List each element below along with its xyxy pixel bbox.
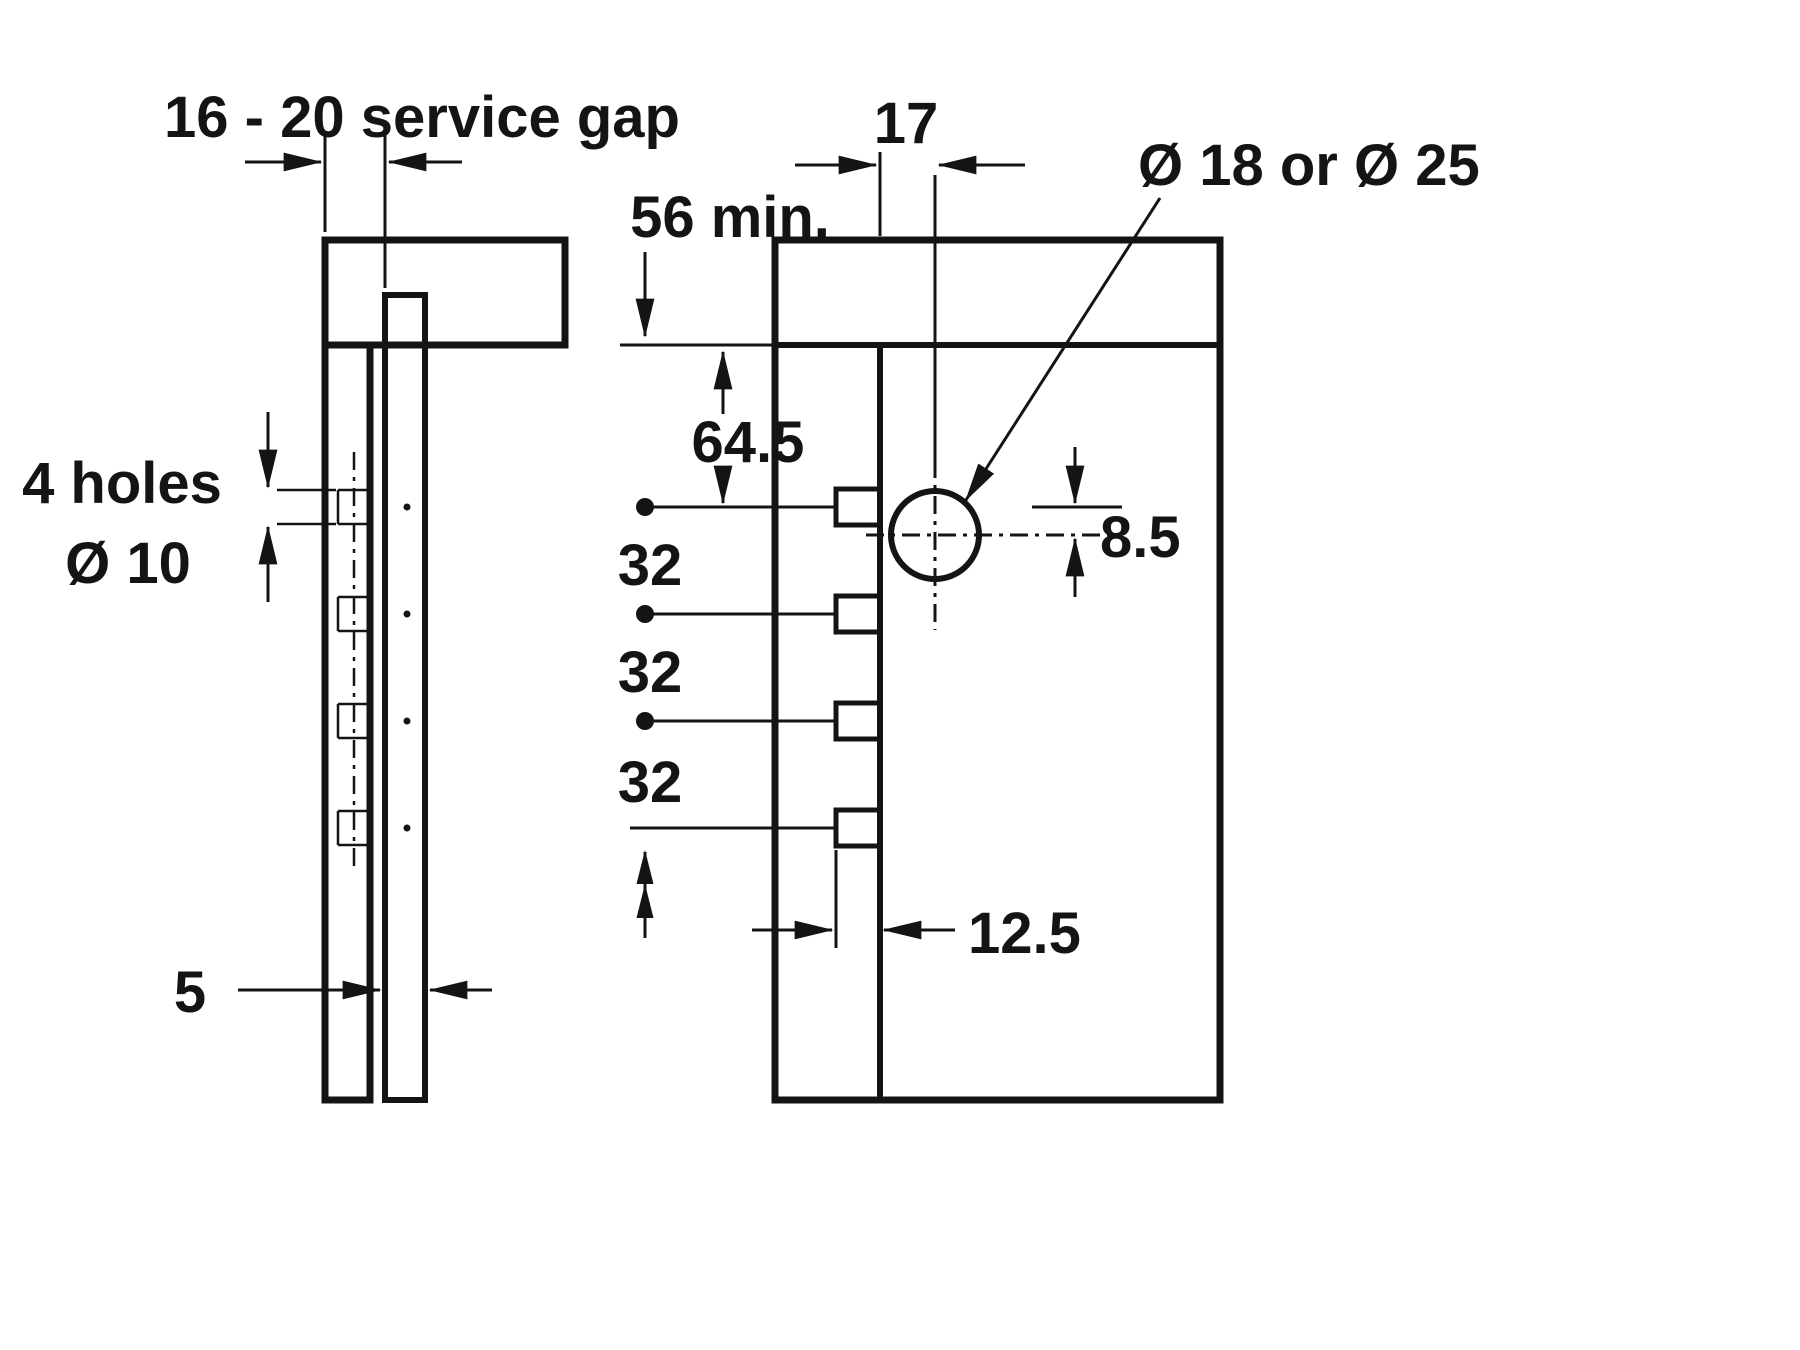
dim-min-top-distance: 56 min. [630, 185, 830, 338]
hole-sections [336, 488, 411, 847]
hole-section-row4 [336, 809, 411, 847]
hole-section-row1 [336, 488, 411, 526]
dim-row-spacings: 32 32 32 [618, 533, 683, 938]
hole-rows [630, 498, 836, 830]
dim-hole-offset: 17 [795, 91, 1025, 236]
hole-notch-1 [833, 486, 883, 528]
min-top-distance-label: 56 min. [630, 185, 830, 250]
dim-edge-distance: 12.5 [752, 850, 1081, 966]
continuation-arrow-2 [636, 884, 654, 918]
front-view: 17 Ø 18 or Ø 25 56 min. 64.5 32 32 32 [618, 91, 1480, 1104]
row-dot-2 [636, 605, 654, 623]
dim-back-panel-thickness: 5 [174, 960, 492, 1025]
back-panel-dot [403, 717, 411, 725]
dim-service-gap: 16 - 20 service gap [164, 85, 680, 288]
hole-notch-3 [833, 700, 883, 742]
service-gap-label: 16 - 20 service gap [164, 85, 680, 150]
hole-section-row2 [336, 595, 411, 633]
hole-notch-4 [833, 807, 883, 849]
hole-offset-label: 17 [874, 91, 939, 156]
continuation-arrow-1 [636, 850, 654, 884]
hole-section-row3 [336, 702, 411, 740]
back-thickness-label: 5 [174, 960, 206, 1025]
first-row-label: 64.5 [692, 410, 805, 475]
back-panel-dot [403, 824, 411, 832]
front-panel [771, 236, 1224, 1104]
hole-notches [833, 486, 883, 849]
holes-count-label: 4 holes [22, 451, 222, 516]
callout-large-hole: Ø 18 or Ø 25 [964, 133, 1480, 502]
dim-holes-diameter: 4 holes Ø 10 [22, 412, 336, 602]
row-spacing-label-2: 32 [618, 640, 683, 705]
edge-distance-label: 12.5 [968, 901, 1081, 966]
dim-first-row: 64.5 [692, 350, 805, 505]
back-panel [382, 292, 428, 1103]
leader-line [964, 197, 1162, 502]
row-spacing-label-3: 32 [618, 750, 683, 815]
dim-center-offset: 8.5 [1032, 447, 1181, 597]
center-offset-label: 8.5 [1100, 505, 1181, 570]
large-hole-label: Ø 18 or Ø 25 [1138, 133, 1480, 198]
row-dot-1 [636, 498, 654, 516]
row-dot-3 [636, 712, 654, 730]
side-panel-section [321, 341, 374, 1104]
back-panel-dot [403, 503, 411, 511]
hole-notch-2 [833, 593, 883, 635]
row-spacing-label-1: 32 [618, 533, 683, 598]
top-panel [321, 236, 569, 349]
side-view: 16 - 20 service gap 4 holes Ø 10 5 [22, 85, 680, 1104]
holes-diameter-label: Ø 10 [65, 531, 191, 596]
back-panel-dot [403, 610, 411, 618]
